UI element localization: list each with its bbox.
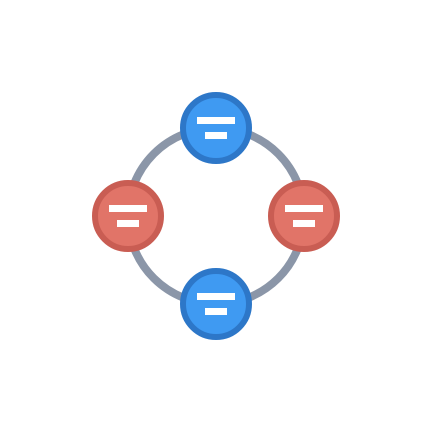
node-right xyxy=(268,180,340,252)
node-left xyxy=(92,180,164,252)
node-bar-short-top xyxy=(205,132,227,139)
node-bar-long-top xyxy=(197,117,235,124)
node-group xyxy=(92,92,340,340)
node-bar-long-right xyxy=(285,205,323,212)
node-circle-top xyxy=(180,92,252,164)
node-top xyxy=(180,92,252,164)
node-circle-left xyxy=(92,180,164,252)
node-bottom xyxy=(180,268,252,340)
node-circle-right xyxy=(268,180,340,252)
node-bar-long-left xyxy=(109,205,147,212)
node-circle-bottom xyxy=(180,268,252,340)
node-bar-long-bottom xyxy=(197,293,235,300)
node-bar-short-right xyxy=(293,220,315,227)
node-bar-short-left xyxy=(117,220,139,227)
node-bar-short-bottom xyxy=(205,308,227,315)
